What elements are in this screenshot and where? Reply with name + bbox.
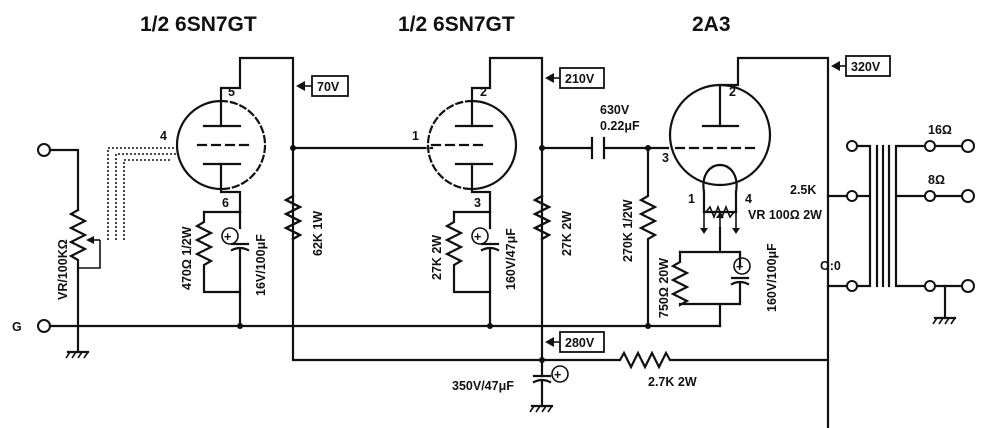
tube1-plate-resistor-label: 62K 1W	[311, 211, 325, 256]
voltage-280v: 280V	[565, 336, 595, 350]
tube3-title: 2A3	[692, 13, 731, 36]
output-16-terminal	[961, 139, 975, 153]
power-rails: 280V + 350V/47μF 2.7K 2W	[237, 284, 830, 428]
tube3-stage: 2 3 1 4 270K 1/2W VR 100Ω 2W + 750Ω 20W …	[621, 55, 891, 328]
voltage-210v: 210V	[565, 72, 595, 86]
tube2-pin-plate: 2	[480, 85, 487, 99]
tube3-cap-plus-icon: +	[736, 260, 743, 274]
output-transformer: 16Ω 8Ω 2.5K O:0	[790, 123, 975, 325]
dropping-resistor-label: 2.7K 2W	[648, 375, 697, 389]
tube2-pin-cathode: 3	[474, 196, 481, 210]
tube3-pin-f2: 4	[745, 192, 752, 206]
tube1-cathode-resistor-label: 470Ω 1/2W	[180, 226, 194, 290]
tube1-cathode-cap-label: 16V/100μF	[254, 234, 268, 296]
input-ground-terminal	[37, 319, 51, 333]
volume-pot-label: VR/100KΩ	[56, 239, 70, 300]
voltage-320v: 320V	[851, 60, 881, 74]
tube2-plate-resistor-label: 27K 2W	[560, 211, 574, 256]
tube1-cathode-resistor	[194, 210, 242, 294]
transformer-16-label: 16Ω	[928, 123, 952, 137]
tube1-cap-plus-icon: +	[224, 230, 231, 244]
tube1-pin-grid: 4	[160, 129, 167, 143]
tube2-title: 1/2 6SN7GT	[398, 13, 515, 36]
tube1-plate-resistor	[283, 194, 303, 241]
voltage-70v: 70V	[317, 80, 340, 94]
tube2-cathode-resistor-label: 27K 2W	[430, 235, 444, 280]
tube1-title: 1/2 6SN7GT	[140, 13, 257, 36]
tube3-cathode-resistor	[670, 250, 722, 328]
tube3-cathode-resistor-label: 750Ω 20W	[657, 258, 671, 318]
filter-cap-label: 350V/47μF	[452, 379, 514, 393]
ground-icon	[65, 351, 89, 359]
tube3-pin-grid: 3	[662, 151, 669, 165]
ground-label: G	[12, 320, 22, 334]
output-8-terminal	[961, 189, 975, 203]
tube2-stage: 2 1 3 + 27K 2W 160V/47μF 27K 2W 210V	[412, 56, 605, 328]
tube2-cap-plus-icon: +	[474, 230, 481, 244]
ground-icon	[529, 405, 553, 413]
tube3-pin-f1: 1	[688, 192, 695, 206]
input-terminal	[37, 143, 51, 157]
tube3-grid-resistor-label: 270K 1/2W	[621, 199, 635, 262]
tube1-pin-plate: 5	[228, 85, 235, 99]
ground-icon	[932, 317, 956, 325]
coupling-cap-voltage: 630V	[600, 103, 630, 117]
transformer-core	[875, 144, 891, 288]
dropping-resistor	[540, 284, 830, 370]
tube2-cathode-resistor	[444, 210, 492, 294]
filter-cap-plus-icon: +	[554, 368, 561, 382]
coupling-capacitor: 630V 0.22μF	[540, 103, 650, 160]
transformer-common-label: O:0	[820, 259, 841, 273]
tube2-plate-resistor	[532, 194, 552, 241]
input-section: VR/100KΩ G	[12, 143, 242, 359]
transformer-primary-label: 2.5K	[790, 183, 816, 197]
tube3-cathode-cap-label: 160V/100μF	[765, 243, 779, 312]
output-common-terminal	[961, 279, 975, 293]
tube3-pin-plate: 2	[729, 85, 736, 99]
coupling-cap-value: 0.22μF	[600, 119, 640, 133]
tube1-pin-cathode: 6	[222, 196, 229, 210]
tube1-stage: 5 4 6 + 470Ω 1/2W 16V/100μF 62K 1W 70V	[160, 56, 434, 328]
hum-pot-label: VR 100Ω 2W	[748, 208, 822, 222]
volume-pot-resistor	[68, 208, 88, 328]
tube2-cathode-cap-label: 160V/47μF	[504, 228, 518, 290]
transformer-8-label: 8Ω	[928, 173, 945, 187]
tube3-grid-resistor	[638, 146, 670, 328]
tube2-pin-grid: 1	[412, 129, 419, 143]
